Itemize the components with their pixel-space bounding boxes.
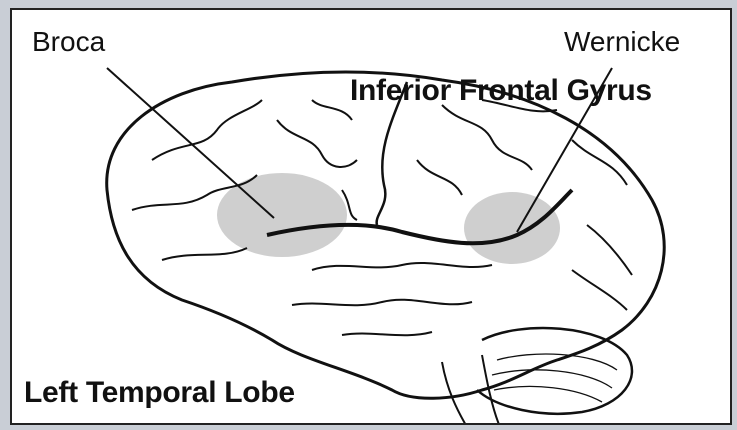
- brainstem: [442, 355, 500, 425]
- wernicke-label: Wernicke: [564, 26, 680, 58]
- inferior-frontal-gyrus-label: Inferior Frontal Gyrus: [350, 74, 652, 108]
- wernicke-area-highlight: [464, 192, 560, 264]
- broca-label: Broca: [32, 26, 105, 58]
- brain-diagram-panel: Broca Wernicke Inferior Frontal Gyrus Le…: [10, 8, 732, 425]
- left-temporal-lobe-label: Left Temporal Lobe: [24, 376, 295, 410]
- brain-illustration: [12, 10, 732, 425]
